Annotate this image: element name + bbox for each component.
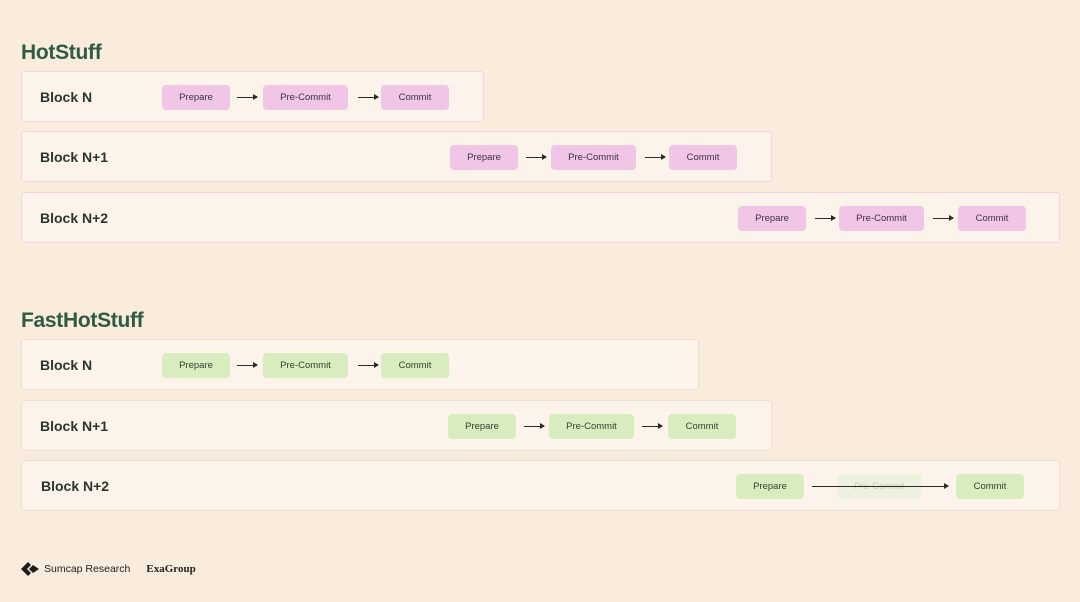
step-pre-commit: Pre-Commit	[839, 206, 924, 231]
row-label: Block N+1	[40, 149, 109, 165]
step-prepare: Prepare	[448, 414, 516, 439]
arrow-icon	[933, 215, 954, 221]
arrow-icon	[642, 423, 663, 429]
arrow-icon	[526, 154, 547, 160]
row-label: Block N+1	[40, 418, 109, 434]
hotstuff-row-block-n1: Block N+1 Prepare Pre-Commit Commit	[21, 131, 772, 182]
sumcap-logo-icon	[21, 562, 39, 576]
step-pre-commit: Pre-Commit	[263, 353, 348, 378]
hotstuff-title: HotStuff	[21, 41, 102, 64]
step-prepare: Prepare	[162, 353, 230, 378]
step-prepare: Prepare	[162, 85, 230, 110]
arrow-icon	[237, 362, 258, 368]
arrow-icon	[645, 154, 666, 160]
step-commit: Commit	[958, 206, 1026, 231]
step-commit: Commit	[381, 353, 449, 378]
arrow-icon	[358, 94, 379, 100]
step-pre-commit: Pre-Commit	[263, 85, 348, 110]
arrow-icon	[524, 423, 545, 429]
step-pre-commit: Pre-Commit	[551, 145, 636, 170]
step-pre-commit: Pre-Commit	[549, 414, 634, 439]
arrow-icon	[815, 215, 836, 221]
fasthotstuff-row-block-n: Block N Prepare Pre-Commit Commit	[21, 339, 699, 390]
step-commit: Commit	[956, 474, 1024, 499]
arrow-icon	[358, 362, 379, 368]
step-prepare: Prepare	[738, 206, 806, 231]
row-label: Block N+2	[41, 478, 110, 494]
fasthotstuff-title: FastHotStuff	[21, 309, 144, 332]
skip-arrow-icon	[812, 483, 949, 489]
step-commit: Commit	[668, 414, 736, 439]
step-commit: Commit	[669, 145, 737, 170]
arrow-icon	[237, 94, 258, 100]
fasthotstuff-row-block-n2: Block N+2 Prepare Pre-Commit Commit	[21, 460, 1060, 511]
hotstuff-row-block-n: Block N Prepare Pre-Commit Commit	[21, 71, 484, 122]
brand-sumcap-research: Sumcap Research	[44, 563, 131, 575]
brand-exagroup: ExaGroup	[146, 563, 196, 575]
footer: Sumcap Research ExaGroup	[21, 562, 196, 576]
row-label: Block N	[40, 89, 93, 105]
row-label: Block N+2	[40, 210, 109, 226]
row-label: Block N	[40, 357, 93, 373]
step-prepare: Prepare	[450, 145, 518, 170]
step-prepare: Prepare	[736, 474, 804, 499]
step-commit: Commit	[381, 85, 449, 110]
fasthotstuff-row-block-n1: Block N+1 Prepare Pre-Commit Commit	[21, 400, 772, 451]
hotstuff-row-block-n2: Block N+2 Prepare Pre-Commit Commit	[21, 192, 1060, 243]
